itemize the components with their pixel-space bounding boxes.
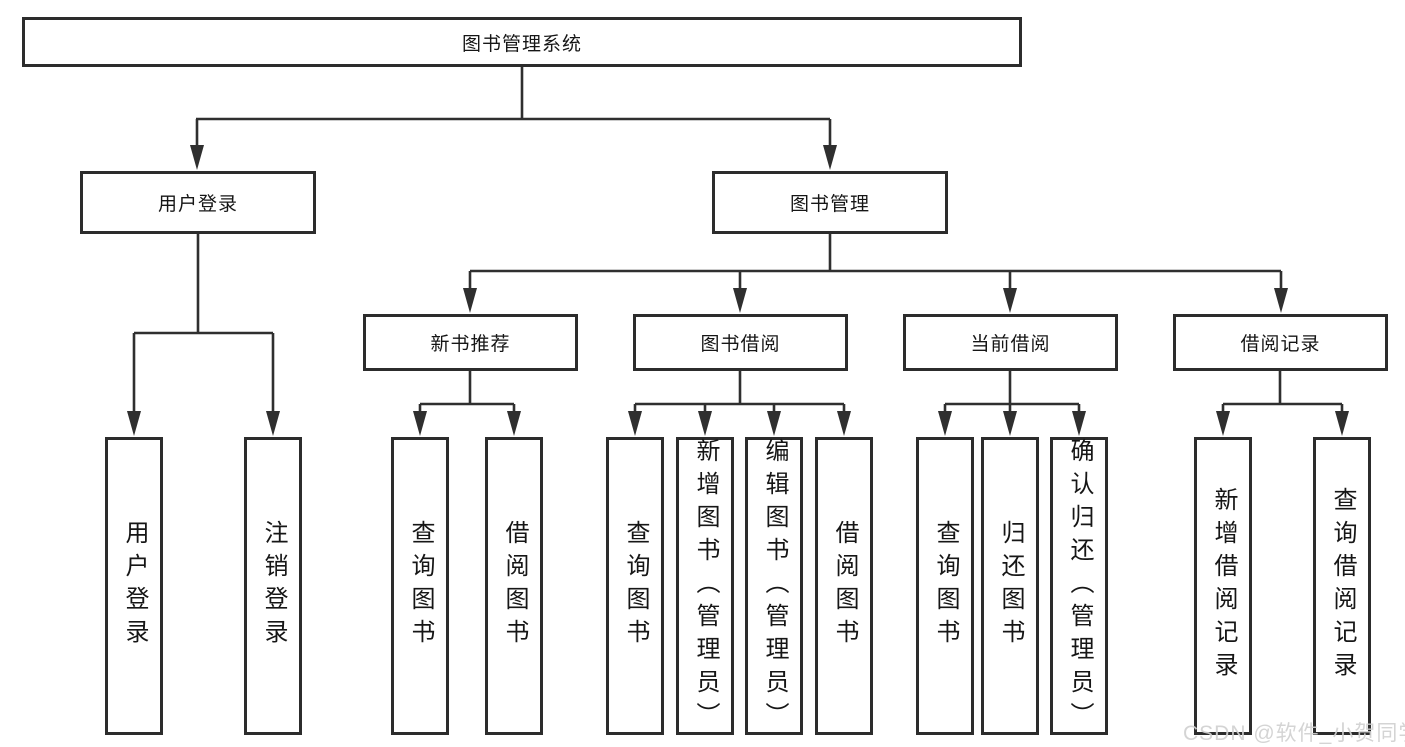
leaf-confirm-return-admin: 确认归还（管理员）	[1050, 437, 1108, 735]
leaf-borrow-book-1: 借阅图书	[485, 437, 543, 735]
leaf-query-borrow-record: 查询借阅记录	[1313, 437, 1371, 735]
node-root: 图书管理系统	[22, 17, 1022, 67]
node-new-book-recommend: 新书推荐	[363, 314, 578, 371]
leaf-logout: 注销登录	[244, 437, 302, 735]
leaf-query-book-2-label: 查询图书	[622, 520, 649, 652]
leaf-return-book-label: 归还图书	[997, 520, 1024, 652]
leaf-query-book-3: 查询图书	[916, 437, 974, 735]
leaf-borrow-book-2: 借阅图书	[815, 437, 873, 735]
node-root-label: 图书管理系统	[461, 33, 582, 55]
leaf-add-borrow-record: 新增借阅记录	[1194, 437, 1252, 735]
node-book-management: 图书管理	[712, 171, 948, 234]
csdn-watermark: CSDN @软件_小贺同学	[1183, 722, 1405, 745]
node-book-management-label: 图书管理	[789, 194, 870, 215]
leaf-borrow-book-1-label: 借阅图书	[501, 520, 528, 652]
leaf-add-book-admin-label: 新增图书（管理员）	[692, 437, 719, 735]
leaf-query-book-1-label: 查询图书	[407, 520, 434, 652]
leaf-add-borrow-record-label: 新增借阅记录	[1210, 487, 1237, 685]
leaf-edit-book-admin-label: 编辑图书（管理员）	[761, 437, 788, 735]
arrowhead-icons	[127, 145, 1349, 436]
leaf-return-book: 归还图书	[981, 437, 1039, 735]
leaf-query-book-2: 查询图书	[606, 437, 664, 735]
node-borrow-records: 借阅记录	[1173, 314, 1388, 371]
leaf-query-book-3-label: 查询图书	[932, 520, 959, 652]
node-book-borrow: 图书借阅	[633, 314, 848, 371]
leaf-edit-book-admin: 编辑图书（管理员）	[745, 437, 803, 735]
node-book-borrow-label: 图书借阅	[700, 334, 781, 355]
leaf-query-borrow-record-label: 查询借阅记录	[1329, 487, 1356, 685]
leaf-add-book-admin: 新增图书（管理员）	[676, 437, 734, 735]
node-user-login-label: 用户登录	[157, 194, 238, 215]
leaf-confirm-return-admin-label: 确认归还（管理员）	[1066, 437, 1093, 735]
leaf-borrow-book-2-label: 借阅图书	[831, 520, 858, 652]
node-new-book-recommend-label: 新书推荐	[430, 334, 511, 355]
node-user-login: 用户登录	[80, 171, 316, 234]
leaf-query-book-1: 查询图书	[391, 437, 449, 735]
leaf-user-login-label: 用户登录	[121, 520, 148, 652]
leaf-user-login: 用户登录	[105, 437, 163, 735]
leaf-logout-label: 注销登录	[260, 520, 287, 652]
node-current-borrow-label: 当前借阅	[970, 334, 1051, 355]
node-current-borrow: 当前借阅	[903, 314, 1118, 371]
node-borrow-records-label: 借阅记录	[1240, 334, 1321, 355]
